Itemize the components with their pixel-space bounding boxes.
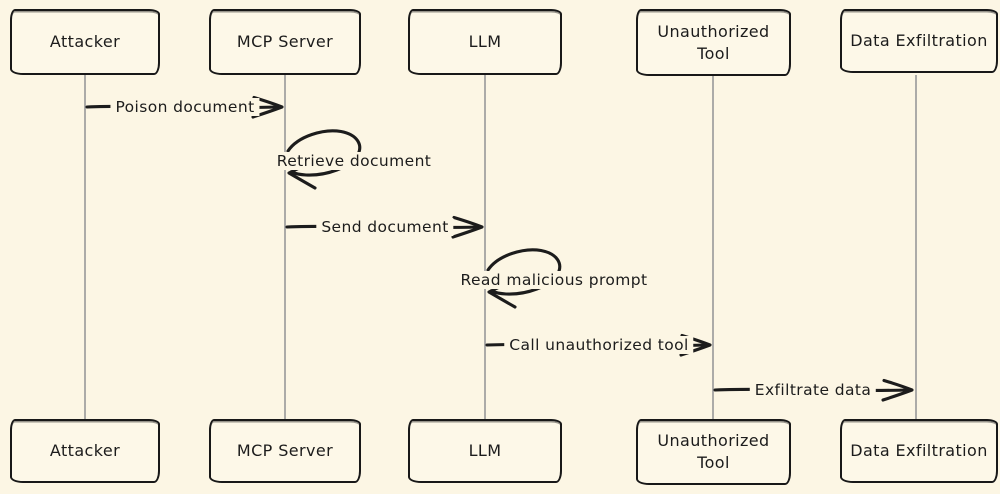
actor-bottom-data-exfiltration: Data Exfiltration [840, 419, 998, 483]
actor-top-llm: LLM [408, 9, 562, 75]
actor-label: MCP Server [236, 32, 334, 52]
actor-label: Unauthorized Tool [657, 21, 770, 63]
actor-top-mcp-server: MCP Server [209, 9, 361, 75]
actor-bottom-llm: LLM [408, 419, 562, 483]
actor-label: Unauthorized Tool [657, 431, 770, 472]
actor-label: MCP Server [236, 441, 334, 461]
message-label-call-unauthorized-tool: Call unauthorized tool [504, 336, 694, 354]
actor-label: LLM [468, 441, 502, 461]
message-label-read-malicious-prompt: Read malicious prompt [455, 271, 653, 289]
actor-bottom-attacker: Attacker [10, 419, 160, 483]
actor-top-unauthorized-tool: Unauthorized Tool [636, 9, 791, 76]
message-label-send-document: Send document [316, 218, 454, 236]
actor-label: Attacker [49, 32, 121, 52]
actor-label: Attacker [49, 441, 121, 461]
actor-top-attacker: Attacker [10, 9, 160, 75]
actor-label: Data Exfiltration [850, 31, 988, 51]
actor-top-data-exfiltration: Data Exfiltration [840, 9, 998, 73]
actor-bottom-mcp-server: MCP Server [209, 419, 361, 483]
actor-label: LLM [468, 32, 502, 52]
message-label-poison-document: Poison document [110, 98, 260, 116]
message-label-exfiltrate-data: Exfiltrate data [749, 381, 877, 399]
actor-bottom-unauthorized-tool: Unauthorized Tool [636, 419, 791, 485]
actor-label: Data Exfiltration [850, 441, 988, 461]
message-label-retrieve-document: Retrieve document [271, 152, 437, 170]
